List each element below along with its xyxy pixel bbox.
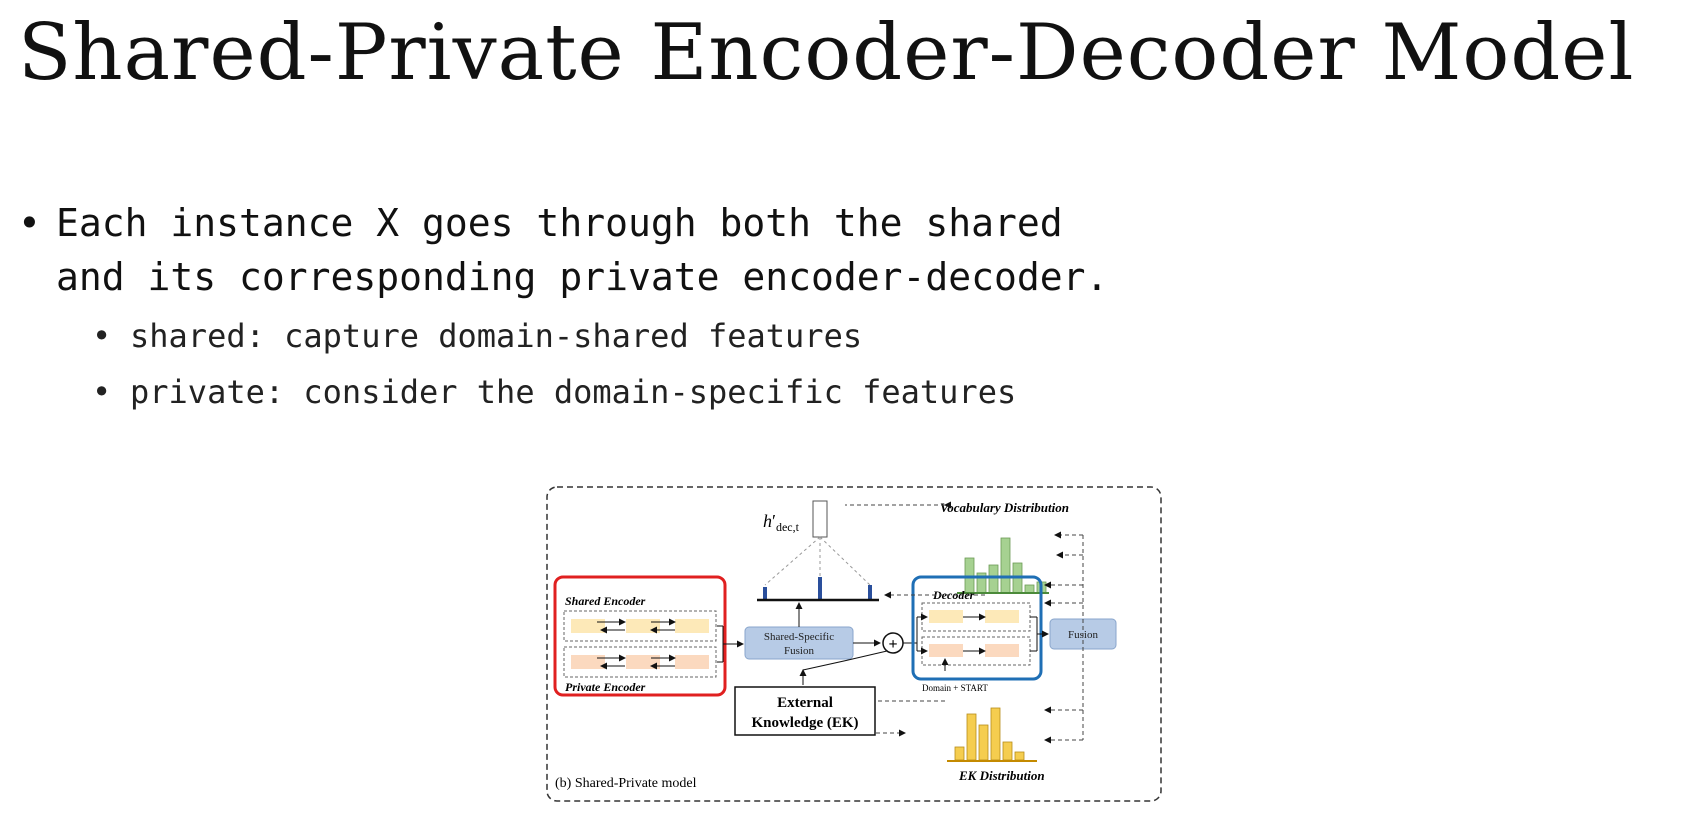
slide-title: Shared-Private Encoder-Decoder Model <box>18 8 1635 98</box>
bullet-3: • private: consider the domain-specific f… <box>92 370 1016 414</box>
bullet-dot: • <box>18 201 41 245</box>
private-encoder-cells <box>571 655 709 669</box>
bullet-2: • shared: capture domain-shared features <box>92 314 862 358</box>
attention-fan <box>764 536 871 586</box>
decoder-box <box>911 575 1043 681</box>
ek-line1: External <box>777 695 833 711</box>
figure-frame <box>546 486 1162 802</box>
bullet-1-line1: Each instance X goes through both the sh… <box>56 201 1063 245</box>
encoder-box <box>553 575 727 697</box>
private-encoder-label: Private Encoder <box>565 680 646 694</box>
bullet-dot: • <box>92 317 112 355</box>
vocab-distribution-bars <box>957 537 1049 594</box>
hidden-state-vector <box>812 500 828 538</box>
bullet-1: • Each instance X goes through both the s… <box>18 196 1063 250</box>
vocab-dist-label: Vocabulary Distribution <box>940 500 1069 515</box>
ek-line2: Knowledge (EK) <box>751 715 858 731</box>
fusion-box-line2: Fusion <box>784 645 814 657</box>
bullet-3-text: private: consider the domain-specific fe… <box>130 373 1017 411</box>
shared-private-model-figure: h′dec,t Vocabulary Distribution Shared E… <box>546 486 1162 802</box>
external-knowledge-box <box>734 686 876 736</box>
attention-weights <box>757 577 879 602</box>
private-encoder-row <box>563 646 717 678</box>
fusion-box-line1: Shared-Specific <box>764 631 834 643</box>
bullet-2-text: shared: capture domain-shared features <box>130 317 863 355</box>
ek-dist-label: EK Distribution <box>958 768 1045 783</box>
domain-start-label: Domain + START <box>922 683 988 693</box>
shared-encoder-cells <box>571 619 709 633</box>
shared-encoder-row <box>563 610 717 642</box>
shared-encoder-label: Shared Encoder <box>565 594 646 608</box>
bullet-dot: • <box>92 373 112 411</box>
ek-distribution-bars <box>947 707 1037 762</box>
hidden-state-label: h′dec,t <box>763 511 800 534</box>
plus-symbol: + <box>888 636 897 653</box>
figure-caption: (b) Shared-Private model <box>555 776 697 791</box>
bullet-1-line2: and its corresponding private encoder-de… <box>56 255 1109 299</box>
feedback-arrows <box>844 501 1084 744</box>
